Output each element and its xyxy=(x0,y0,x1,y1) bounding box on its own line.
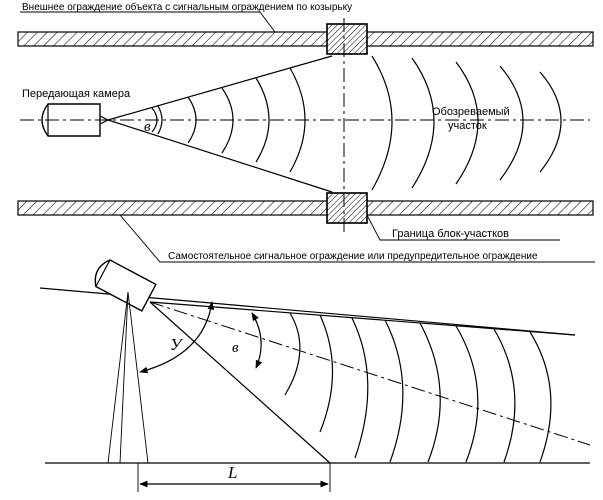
top-fence xyxy=(17,31,594,47)
area-label-line2: участок xyxy=(448,120,487,132)
area-label-line1: Обозреваемый xyxy=(432,106,510,118)
boundary-post-bottom xyxy=(326,192,368,224)
top-cone-upper xyxy=(107,55,333,121)
camera-mount xyxy=(107,291,149,464)
side-cone-lower xyxy=(149,301,331,464)
distance-symbol: L xyxy=(227,463,237,482)
top-angle-symbol: в xyxy=(144,119,151,135)
top-fence-leader xyxy=(20,11,276,33)
top-fence-label: Внешнее ограждение объекта с сигнальным … xyxy=(22,1,352,13)
camera-label: Передающая камера xyxy=(22,88,131,100)
transmitting-camera-side xyxy=(94,259,157,312)
top-angle-arc xyxy=(157,105,163,135)
side-axis xyxy=(149,301,591,446)
side-angle-symbol: в xyxy=(232,340,239,356)
boundary-post-top xyxy=(326,23,368,55)
side-angle-arc xyxy=(251,312,263,369)
tilt-angle-arc xyxy=(139,301,215,374)
side-wave-arcs xyxy=(284,312,552,463)
block-boundary-label: Граница блок-участков xyxy=(392,228,509,240)
side-cone-upper xyxy=(149,301,576,336)
tilt-angle-symbol: У xyxy=(170,335,184,354)
bottom-fence-label: Самостоятельное сигнальное ограждение ил… xyxy=(168,251,538,262)
block-boundary-leader xyxy=(366,214,560,241)
bottom-fence-leader xyxy=(119,214,595,263)
top-wave-arcs xyxy=(151,55,562,191)
top-cone-lower xyxy=(107,119,333,193)
bottom-fence xyxy=(17,200,594,216)
